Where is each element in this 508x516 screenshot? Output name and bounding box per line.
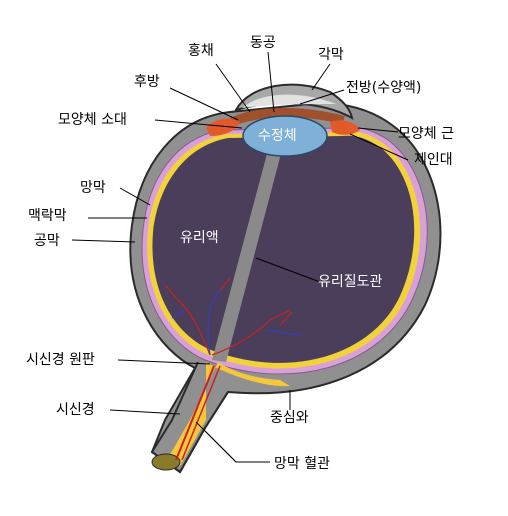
optic-nerve-group: [150, 361, 290, 474]
vessel-4: [171, 309, 186, 319]
optic-nerve-cut: [151, 453, 181, 471]
label-optic-nerve: 시신경: [56, 402, 95, 418]
label-lens: 수정체: [258, 128, 297, 144]
vessel-5: [219, 277, 231, 291]
label-cornea: 각막: [318, 47, 344, 63]
leader-cornea: [311, 63, 331, 91]
label-optic-disc: 시신경 원판: [26, 352, 95, 368]
retinal-vessels: [164, 277, 301, 356]
label-suspensory-ligament: 제인대: [414, 152, 453, 168]
leader-optic-nerve: [109, 409, 181, 415]
vessel-6: [211, 319, 271, 356]
leader-pupil: [267, 51, 275, 113]
leader-optic-disc: [117, 359, 211, 365]
central-artery: [175, 365, 215, 461]
anterior-chamber: [242, 94, 336, 108]
vessel-1: [177, 299, 211, 356]
label-pupil: 동공: [250, 35, 276, 51]
label-choroid: 맥락막: [28, 208, 67, 224]
label-ciliary-muscle: 모양체 근: [398, 126, 454, 142]
hyaloid-canal: [212, 150, 282, 362]
leader-suspensory: [349, 133, 409, 161]
optic-nerve-body: [168, 362, 290, 466]
label-retina: 망막: [80, 180, 106, 196]
ciliary-right: [330, 120, 360, 135]
leader-zonular: [154, 119, 243, 129]
leader-lines: [71, 51, 409, 463]
vessel-8: [267, 329, 301, 336]
leader-retina: [119, 187, 151, 206]
leader-sclera: [71, 239, 136, 243]
leader-hyaloid: [255, 257, 321, 283]
leader-vessels-b: [205, 431, 237, 463]
label-fovea: 중심와: [270, 410, 309, 426]
label-hyaloid-canal: 유리질도관: [318, 274, 383, 290]
label-anterior-chamber: 전방(수양액): [346, 80, 422, 96]
label-iris: 홍채: [188, 43, 214, 59]
vessel-7: [269, 309, 291, 321]
label-zonular-fibers: 모양체 소대: [58, 112, 127, 128]
label-retinal-vessels: 망막 혈관: [274, 456, 330, 472]
ciliary-left: [206, 118, 240, 136]
label-sclera: 공막: [34, 233, 60, 249]
leader-anterior: [299, 89, 345, 105]
label-posterior-chamber: 후방: [134, 74, 160, 90]
leader-iris: [215, 63, 251, 113]
vessel-3: [164, 284, 179, 301]
vessel-9: [279, 311, 293, 326]
vitreous-body: [152, 135, 415, 363]
label-vitreous-humor: 유리액: [180, 230, 219, 246]
vessel-2: [207, 289, 221, 356]
lens: [242, 115, 328, 157]
central-vein: [181, 365, 221, 461]
leader-posterior: [169, 87, 239, 121]
leader-ciliary-muscle: [357, 127, 399, 133]
